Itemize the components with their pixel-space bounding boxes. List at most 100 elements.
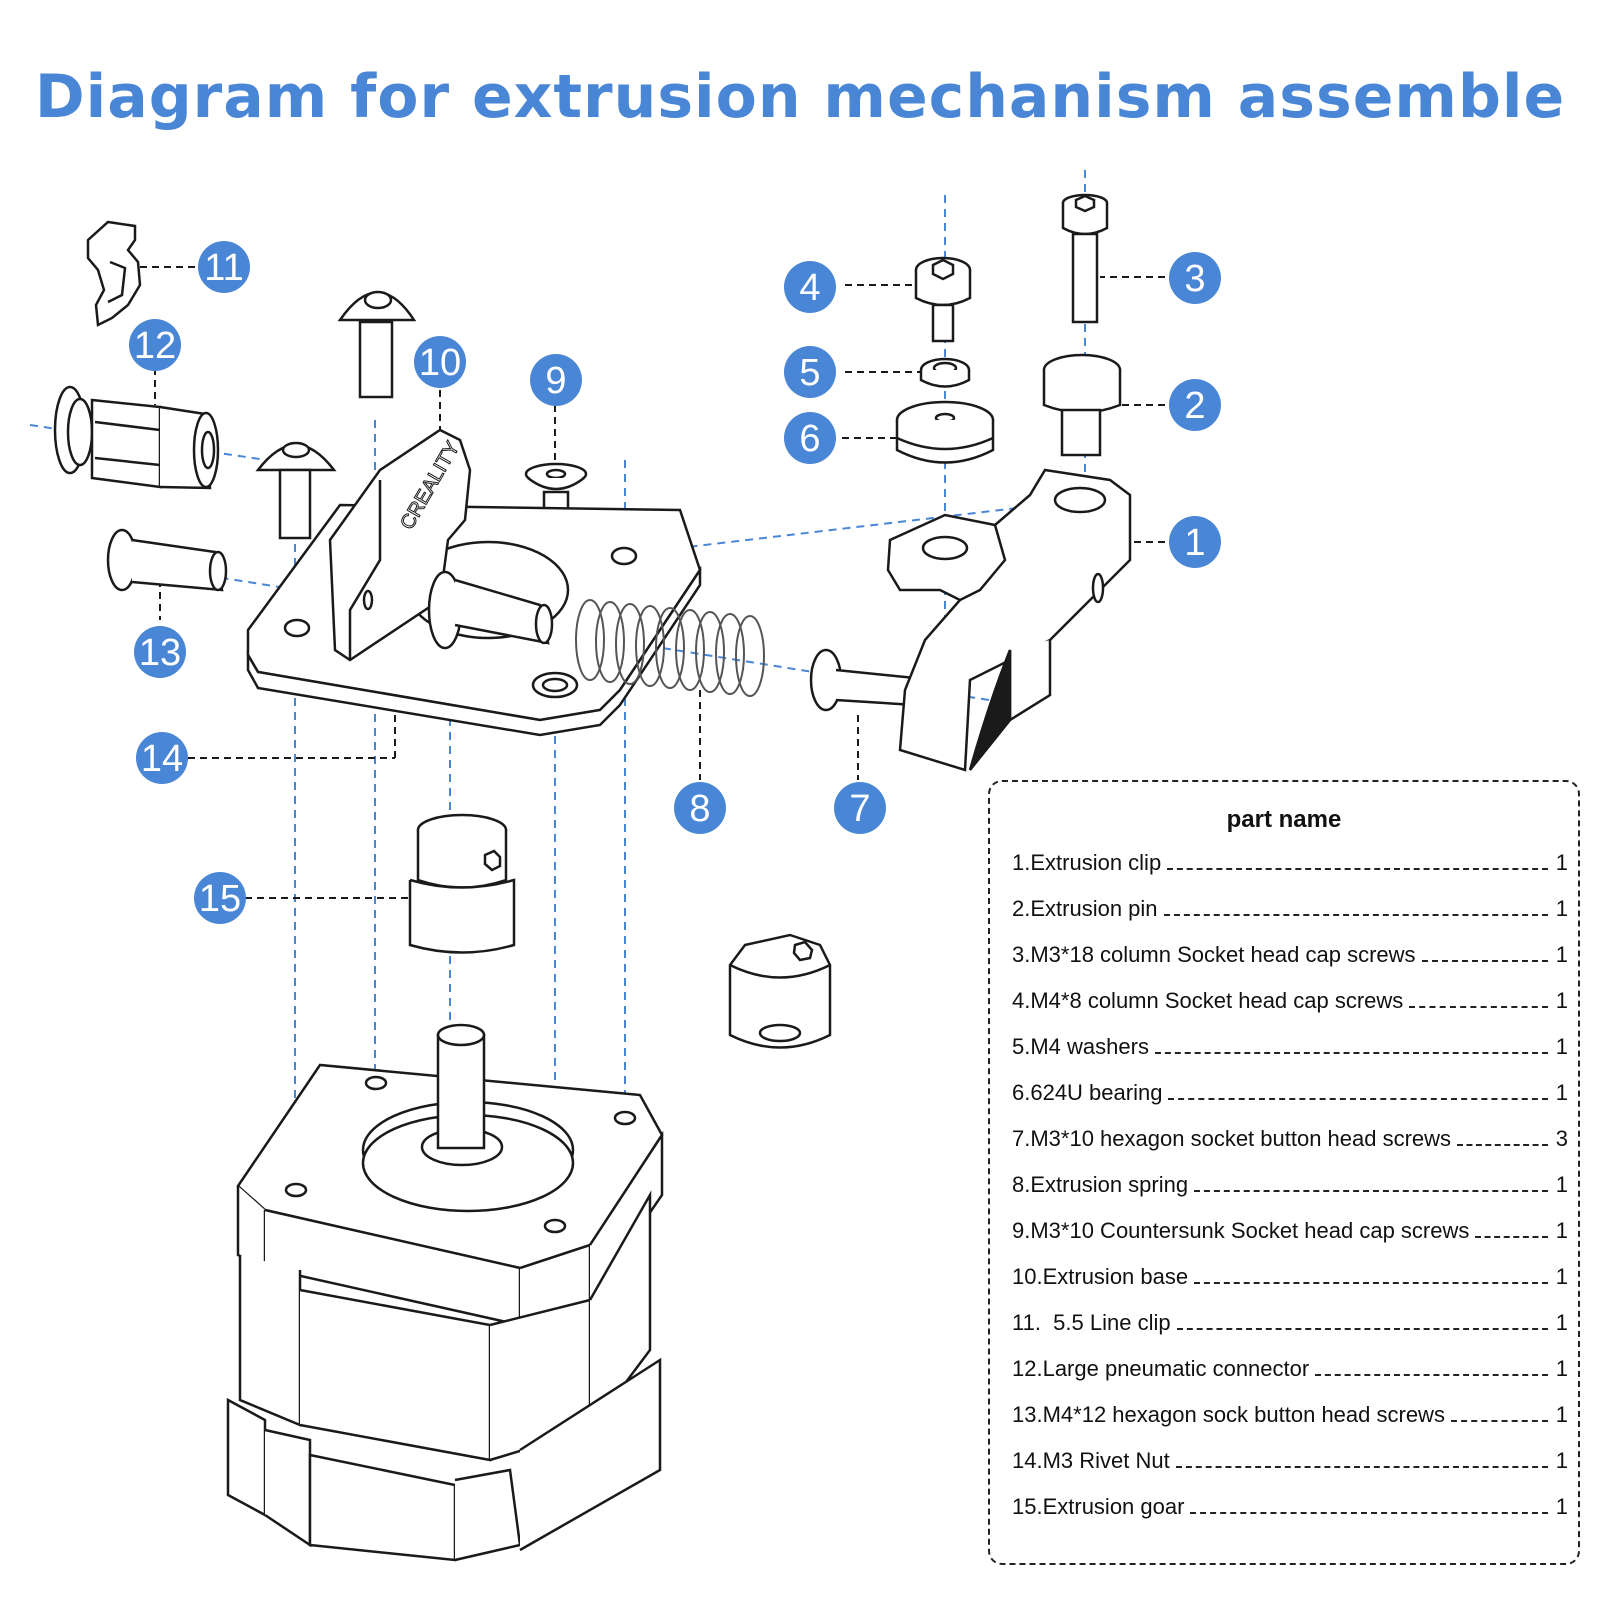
line-clip-part	[86, 220, 142, 327]
button-head-screw-top	[337, 290, 417, 399]
leader-dots	[1176, 1328, 1548, 1330]
hex-button-screw-7	[809, 648, 917, 712]
part-qty: 1	[1555, 1080, 1568, 1105]
part-name: 9.M3*10 Countersunk Socket head cap scre…	[1012, 1218, 1470, 1243]
callout-label: 6	[799, 418, 820, 460]
leader-dots	[1421, 960, 1548, 962]
part-name: 14.M3 Rivet Nut	[1012, 1448, 1170, 1473]
part-row: 5.M4 washers 1	[1012, 1030, 1568, 1060]
part-name: 13.M4*12 hexagon sock button head screws	[1012, 1402, 1445, 1427]
part-qty: 1	[1555, 1310, 1568, 1335]
part-qty: 1	[1555, 1402, 1568, 1427]
callout-3	[1169, 252, 1221, 304]
callout-label: 4	[799, 267, 820, 309]
socket-cap-screw-4	[914, 256, 972, 343]
leader-dots	[1457, 1144, 1548, 1146]
part-qty: 1	[1555, 1172, 1568, 1197]
page-title: Diagram for extrusion mechanism assemble	[34, 62, 1566, 132]
extrusion-base-part: CREALITY	[246, 428, 702, 737]
callout-13	[134, 626, 186, 678]
stepper-motor	[226, 1023, 664, 1562]
gear-alt-view	[728, 933, 832, 1049]
part-qty: 1	[1555, 850, 1568, 875]
leader-dots	[1194, 1282, 1548, 1284]
callout-badges	[129, 241, 1221, 924]
part-qty: 1	[1555, 942, 1568, 967]
part-name: 1.Extrusion clip	[1012, 850, 1162, 875]
leader-dots	[1167, 868, 1548, 870]
part-qty: 1	[1555, 896, 1568, 921]
part-name: 7.M3*10 hexagon socket button head screw…	[1012, 1126, 1452, 1151]
callout-8	[674, 782, 726, 834]
callout-10	[414, 336, 466, 388]
parts-list: part name 1.Extrusion clip 1 2.Extrusion …	[988, 780, 1580, 1565]
socket-cap-screw-3	[1061, 193, 1109, 324]
rivet-nut-part	[427, 570, 554, 650]
part-qty: 1	[1555, 988, 1568, 1013]
callout-label: 12	[134, 325, 176, 367]
part-qty: 1	[1555, 1448, 1568, 1473]
part-row: 14.M3 Rivet Nut 1	[1012, 1444, 1568, 1474]
leader-dots	[1168, 1098, 1548, 1100]
callout-label: 14	[141, 738, 183, 780]
callout-11	[198, 241, 250, 293]
part-qty: 1	[1555, 1034, 1568, 1059]
part-name: 6.624U bearing	[1012, 1080, 1163, 1105]
leader-dots	[1194, 1190, 1548, 1192]
callout-label: 1	[1184, 522, 1205, 564]
part-name: 12.Large pneumatic connector	[1012, 1356, 1310, 1381]
extrusion-spring-part	[575, 599, 765, 697]
extrusion-pin-part	[1042, 353, 1122, 457]
extrusion-clip-part	[886, 468, 1132, 772]
part-qty: 1	[1555, 1494, 1568, 1519]
washer-part	[919, 357, 971, 388]
part-name: 2.Extrusion pin	[1012, 896, 1158, 921]
callout-labels: 11 12 10 9 4 5 6 3 2 1 13 14 8 7 15	[134, 247, 1206, 920]
callout-14	[136, 732, 188, 784]
hex-button-screw-13	[106, 528, 228, 592]
part-row: 10.Extrusion base 1	[1012, 1260, 1568, 1290]
part-name: 8.Extrusion spring	[1012, 1172, 1189, 1197]
parts-list-title: part name	[1226, 806, 1342, 833]
part-name: 10.Extrusion base	[1012, 1264, 1189, 1289]
leader-dots	[1450, 1420, 1548, 1422]
callout-label: 8	[689, 788, 710, 830]
callout-4	[784, 261, 836, 313]
part-row: 7.M3*10 hexagon socket button head screw…	[1012, 1122, 1568, 1152]
callout-9	[530, 354, 582, 406]
leader-dots	[1409, 1006, 1548, 1008]
pneumatic-connector-part	[53, 385, 220, 490]
callout-1	[1169, 516, 1221, 568]
part-row: 15.Extrusion goar 1	[1012, 1490, 1568, 1520]
callout-label: 9	[545, 360, 566, 402]
part-qty: 1	[1555, 1356, 1568, 1381]
callout-12	[129, 319, 181, 371]
part-qty: 3	[1555, 1126, 1568, 1151]
callout-7	[834, 782, 886, 834]
callout-label: 3	[1184, 258, 1205, 300]
callout-2	[1169, 379, 1221, 431]
part-name: 5.M4 washers	[1012, 1034, 1149, 1059]
part-row: 8.Extrusion spring 1	[1012, 1168, 1568, 1198]
callout-label: 15	[199, 878, 241, 920]
part-row: 2.Extrusion pin 1	[1012, 892, 1568, 922]
bearing-part	[895, 400, 995, 464]
callout-label: 10	[419, 342, 461, 384]
part-row: 13.M4*12 hexagon sock button head screws…	[1012, 1398, 1568, 1428]
callout-15	[194, 872, 246, 924]
callout-6	[784, 412, 836, 464]
part-qty: 1	[1555, 1218, 1568, 1243]
part-name: 11. 5.5 Line clip	[1012, 1310, 1171, 1335]
leader-dots	[1315, 1374, 1548, 1376]
part-name: 15.Extrusion goar	[1012, 1494, 1185, 1519]
callout-label: 7	[849, 788, 870, 830]
part-row: 1.Extrusion clip 1	[1012, 846, 1568, 876]
leader-dots	[1190, 1512, 1548, 1514]
callout-label: 13	[139, 632, 181, 674]
part-qty: 1	[1555, 1264, 1568, 1289]
callout-label: 2	[1184, 385, 1205, 427]
leader-dots	[1163, 914, 1548, 916]
leader-dots	[1154, 1052, 1548, 1054]
